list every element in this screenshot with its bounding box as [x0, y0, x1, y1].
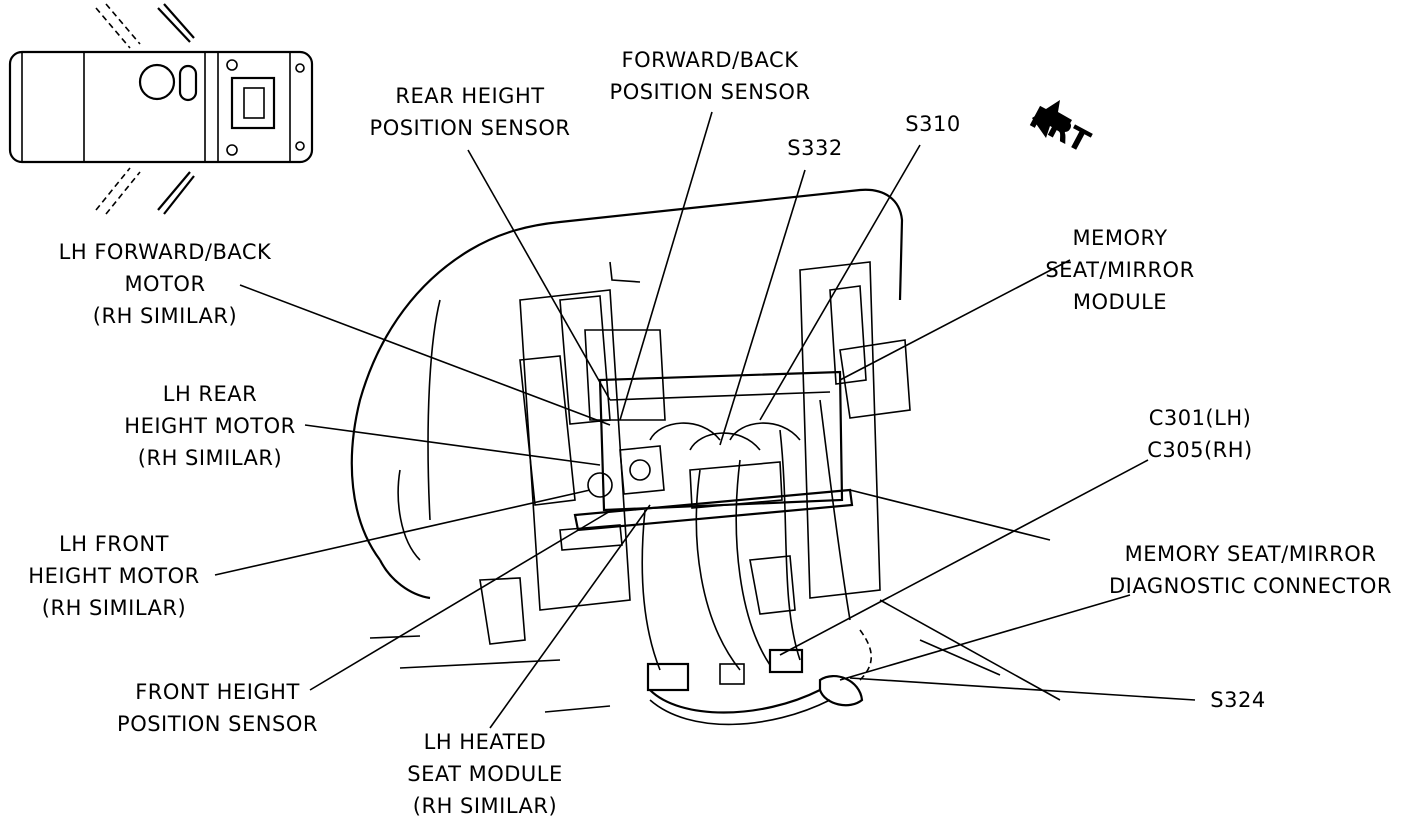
s324-label: S324 — [1210, 688, 1266, 712]
memory-seat-mirror-module-label: MEMORY SEAT/MIRROR MODULE — [1045, 226, 1195, 314]
s310-label: S310 — [905, 112, 961, 136]
c301-c305-label: C301(LH) C305(RH) — [1147, 406, 1253, 462]
floor-lines — [369, 489, 1061, 713]
front-arrow-icon — [1032, 100, 1072, 138]
lh-rear-height-motor-label: LH REAR HEIGHT MOTOR (RH SIMILAR) — [124, 382, 296, 470]
wiring-harness — [641, 399, 873, 726]
rear-height-position-sensor-label: REAR HEIGHT POSITION SENSOR — [369, 84, 571, 140]
leader-lines — [214, 111, 1196, 729]
vehicle-locator-icon — [8, 3, 314, 215]
forward-back-position-sensor-label: FORWARD/BACK POSITION SENSOR — [609, 48, 811, 104]
lh-forward-back-motor-label: LH FORWARD/BACK MOTOR (RH SIMILAR) — [58, 240, 272, 328]
seat-cushion — [350, 188, 904, 600]
lh-front-height-motor-label: LH FRONT HEIGHT MOTOR (RH SIMILAR) — [28, 532, 200, 620]
memory-diagnostic-connector-label: MEMORY SEAT/MIRROR DIAGNOSTIC CONNECTOR — [1108, 542, 1393, 598]
lh-heated-seat-module-label: LH HEATED SEAT MODULE (RH SIMILAR) — [407, 730, 563, 818]
s332-label: S332 — [787, 136, 843, 160]
front-height-position-sensor-label: FRONT HEIGHT POSITION SENSOR — [117, 680, 318, 736]
